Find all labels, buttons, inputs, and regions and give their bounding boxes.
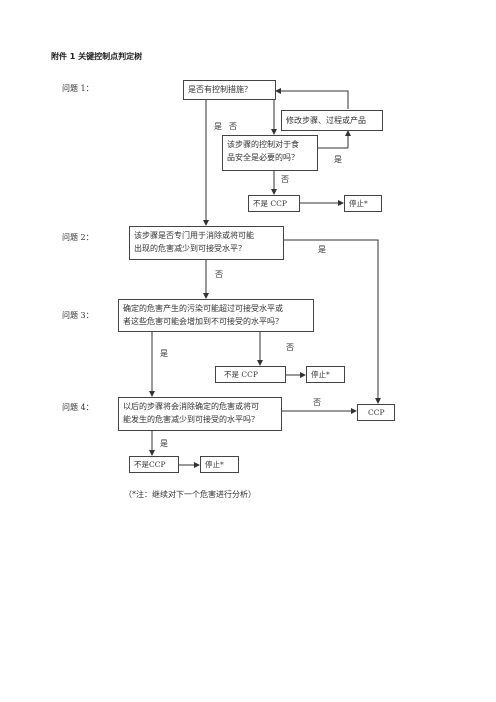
arrow-q2-yes xyxy=(284,239,381,404)
modify-step-box: 修改步骤、过程或产品 xyxy=(281,110,383,131)
contamination-line-1: 确定的危害产生的污染可能超过可接受水平或 xyxy=(123,304,283,313)
contamination-line-2: 者这些危害可能会增加到不可接受的水平吗？ xyxy=(123,317,283,326)
control-necessary-question-box: 该步骤的控制对于食 品安全是必要的吗？ xyxy=(222,135,318,171)
question-3-label: 问题 3： xyxy=(62,311,94,320)
subsequent-step-line-1: 以后的步骤将会消除确定的危害或将可 xyxy=(123,402,259,411)
no-label-q1: 否 xyxy=(229,122,237,131)
question-2-label: 问题 2： xyxy=(62,233,94,242)
not-ccp-box-2: 不是 CCP xyxy=(215,366,286,383)
control-necessary-line-2: 品安全是必要的吗？ xyxy=(227,153,299,162)
footnote: （*注：继续对下一个危害进行分析） xyxy=(124,490,256,499)
modify-step-text: 修改步骤、过程或产品 xyxy=(286,116,366,125)
not-ccp-text-1: 不是 CCP xyxy=(253,199,287,208)
control-measures-question-box: 是否有控制措施？ xyxy=(183,80,276,100)
not-ccp-text-3: 不是CCP xyxy=(134,460,166,469)
elimination-step-line-2: 出现的危害减少到可接受水平？ xyxy=(134,244,246,253)
stop-box-2: 停止* xyxy=(306,366,345,383)
stop-box-3: 停止* xyxy=(200,456,239,473)
page-title: 附件 1 关键控制点判定树 xyxy=(51,52,143,61)
arrow-modify-to-q1 xyxy=(275,88,349,109)
subsequent-step-question-box: 以后的步骤将会消除确定的危害或将可 能发生的危害减少到可接受的水平吗？ xyxy=(118,397,282,431)
stop-text-1: 停止* xyxy=(349,199,368,208)
ccp-box: CCP xyxy=(357,404,395,421)
ccp-text: CCP xyxy=(368,408,385,417)
yes-label-q4: 是 xyxy=(160,439,168,448)
subsequent-step-line-2: 能发生的危害减少到可接受的水平吗？ xyxy=(123,415,259,424)
no-label-q3: 否 xyxy=(286,343,294,352)
not-ccp-box-1: 不是 CCP xyxy=(248,195,300,212)
control-measures-question-text: 是否有控制措施？ xyxy=(188,85,252,94)
no-label-necessary: 否 xyxy=(281,175,289,184)
contamination-question-box: 确定的危害产生的污染可能超过可接受水平或 者这些危害可能会增加到不可接受的水平吗… xyxy=(118,299,314,332)
stop-box-1: 停止* xyxy=(344,195,382,212)
yes-label-q2: 是 xyxy=(318,245,326,254)
stop-text-2: 停止* xyxy=(311,370,330,379)
elimination-step-line-1: 该步骤是否专门用于消除或将可能 xyxy=(134,231,254,240)
yes-label-necessary: 是 xyxy=(334,155,342,164)
elimination-step-question-box: 该步骤是否专门用于消除或将可能 出现的危害减少到可接受水平？ xyxy=(129,226,284,260)
question-1-label: 问题 1： xyxy=(62,84,94,93)
not-ccp-box-3: 不是CCP xyxy=(129,456,179,473)
yes-label-q3: 是 xyxy=(160,349,168,358)
yes-label-q1: 是 xyxy=(214,122,222,131)
not-ccp-text-2: 不是 CCP xyxy=(224,370,258,379)
no-label-q2: 否 xyxy=(215,270,223,279)
stop-text-3: 停止* xyxy=(205,460,224,469)
no-label-q4: 否 xyxy=(313,398,321,407)
control-necessary-line-1: 该步骤的控制对于食 xyxy=(227,140,299,149)
question-4-label: 问题 4： xyxy=(62,403,94,412)
